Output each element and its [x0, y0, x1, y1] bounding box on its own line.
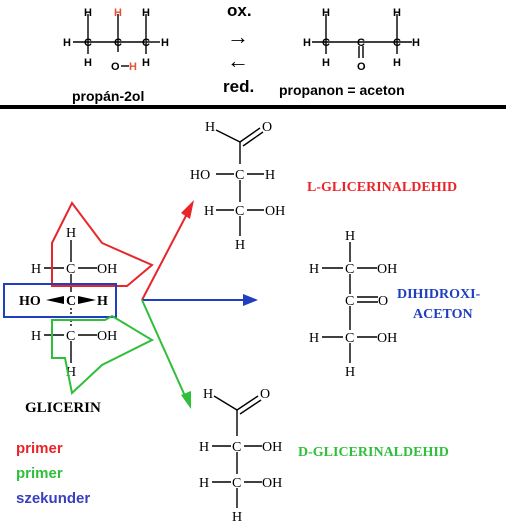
- atom-o: O: [111, 61, 120, 73]
- atom-c: C: [66, 262, 75, 277]
- legend-primary-green: primer: [16, 465, 63, 482]
- acetone-structure: H H H C C C H H H O: [303, 7, 420, 73]
- atom-h: H: [393, 57, 401, 69]
- atom-c: C: [232, 440, 241, 455]
- arrow-head-blue-icon: [243, 294, 258, 306]
- arrow-to-d-glyceraldehyde: [141, 299, 186, 397]
- ox-label: ox.: [227, 1, 252, 20]
- divider: [0, 105, 506, 109]
- atom-h: H: [204, 204, 214, 219]
- atom-h: H: [345, 365, 355, 380]
- atom-h: H: [235, 238, 245, 253]
- glycerol-structure: H H C OH HO C H H C OH H: [19, 226, 117, 380]
- arrow-head-green-icon: [181, 391, 191, 409]
- atom-oh: OH: [97, 329, 117, 344]
- atom-c: C: [357, 37, 365, 49]
- glycerol-name: GLICERIN: [25, 400, 101, 416]
- atom-h: H: [142, 57, 150, 69]
- atom-h: H: [63, 37, 71, 49]
- arrow-right-icon: →: [227, 24, 249, 49]
- atom-h: H: [199, 476, 209, 491]
- atom-ho: HO: [190, 168, 210, 183]
- atom-h: H: [199, 440, 209, 455]
- atom-oh: OH: [265, 204, 285, 219]
- legend-primary-red: primer: [16, 440, 63, 457]
- primary-carbon-green-outline: [51, 314, 155, 395]
- arrow-to-l-glyceraldehyde: [141, 211, 189, 301]
- l-glyceraldehyde-structure: H O HO C H H C OH H: [190, 120, 285, 253]
- d-glyceraldehyde-name: D-GLICERINALDEHID: [298, 445, 449, 460]
- atom-h: H: [303, 37, 311, 49]
- dihydroxyacetone-name-line2: ACETON: [413, 307, 473, 322]
- atom-oh: OH: [97, 262, 117, 277]
- atom-h: H: [84, 57, 92, 69]
- atom-c: C: [345, 331, 354, 346]
- atom-h: H: [265, 168, 275, 183]
- atom-o: O: [262, 120, 272, 135]
- atom-c: C: [84, 37, 92, 49]
- atom-ho: HO: [19, 294, 41, 309]
- atom-h: H: [203, 387, 213, 402]
- atom-h: H: [322, 57, 330, 69]
- arrow-left-icon: ←: [227, 48, 249, 73]
- primary-carbon-red-outline: [51, 201, 154, 287]
- atom-h: H: [66, 226, 76, 241]
- atom-h: H: [412, 37, 420, 49]
- atom-c: C: [66, 329, 75, 344]
- l-glyceraldehyde-name: L-GLICERINALDEHID: [307, 180, 457, 195]
- atom-c: C: [232, 476, 241, 491]
- atom-o: O: [357, 61, 366, 73]
- red-label: red.: [223, 77, 254, 96]
- atom-c: C: [66, 294, 76, 309]
- atom-oh: OH: [262, 476, 282, 491]
- atom-h: H: [97, 294, 108, 309]
- atom-c: C: [235, 168, 244, 183]
- atom-oh: OH: [262, 440, 282, 455]
- atom-c: C: [322, 37, 330, 49]
- atom-h: H: [31, 329, 41, 344]
- atom-c: C: [345, 294, 354, 309]
- atom-h: H: [66, 365, 76, 380]
- atom-h-highlight: H: [129, 61, 137, 73]
- atom-h: H: [205, 120, 215, 135]
- atom-c: C: [114, 37, 122, 49]
- arrow-head-red-icon: [181, 200, 194, 219]
- dihydroxyacetone-name-line1: DIHIDROXI-: [397, 287, 481, 302]
- atom-o: O: [260, 387, 270, 402]
- atom-oh: OH: [377, 331, 397, 346]
- secondary-carbon-blue-outline: [3, 283, 117, 318]
- d-glyceraldehyde-structure: H O H C OH H C OH H: [199, 387, 282, 524]
- atom-h: H: [142, 7, 150, 19]
- dihydroxyacetone-structure: H H C OH C O H C OH H: [309, 229, 397, 380]
- atom-c: C: [235, 204, 244, 219]
- atom-h: H: [345, 229, 355, 244]
- atom-h: H: [309, 331, 319, 346]
- atom-c: C: [345, 262, 354, 277]
- atom-h: H: [309, 262, 319, 277]
- atom-h: H: [84, 7, 92, 19]
- atom-c: C: [393, 37, 401, 49]
- atom-h: H: [161, 37, 169, 49]
- atom-c: C: [142, 37, 150, 49]
- atom-h: H: [393, 7, 401, 19]
- atom-h: H: [31, 262, 41, 277]
- atom-h: H: [232, 510, 242, 524]
- atom-h-highlight: H: [114, 7, 122, 19]
- atom-h: H: [322, 7, 330, 19]
- atom-o: O: [378, 294, 388, 309]
- propan-2-ol-name: propán-2ol: [72, 88, 144, 104]
- propan-2-ol-structure: H H H H C C C H H H O H: [63, 7, 169, 73]
- acetone-name: propanon = aceton: [279, 82, 405, 98]
- atom-oh: OH: [377, 262, 397, 277]
- legend-secondary-blue: szekunder: [16, 490, 90, 507]
